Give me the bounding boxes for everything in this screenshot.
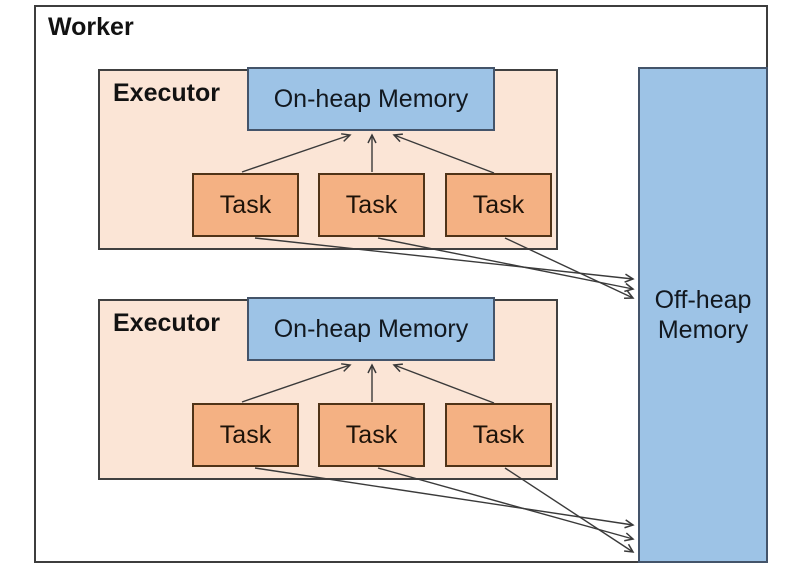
offheap-memory-box: Off-heap Memory (638, 67, 768, 563)
executor-label-2: Executor (113, 309, 220, 337)
task-box-1-2: Task (318, 173, 425, 237)
executor-label-1: Executor (113, 79, 220, 107)
offheap-memory-label: Off-heap Memory (654, 286, 752, 344)
task-box-2-2: Task (318, 403, 425, 467)
task-box-2-1: Task (192, 403, 299, 467)
onheap-memory-2: On-heap Memory (247, 297, 495, 361)
task-box-1-1: Task (192, 173, 299, 237)
worker-label: Worker (48, 13, 134, 41)
task-box-2-3: Task (445, 403, 552, 467)
task-box-1-3: Task (445, 173, 552, 237)
onheap-memory-1: On-heap Memory (247, 67, 495, 131)
